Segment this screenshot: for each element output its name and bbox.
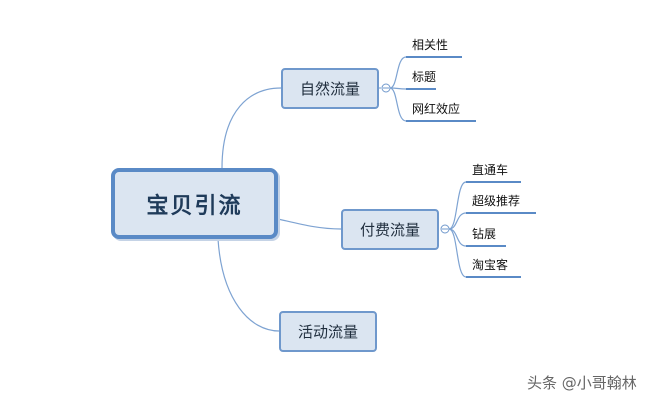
link-natural-relevance	[389, 56, 407, 89]
leaf-node-influencer[interactable]: 网红效应	[412, 102, 461, 116]
leaf-node-relevance[interactable]: 相关性	[412, 38, 449, 52]
leaf-node-taobaoke[interactable]: 淘宝客	[472, 258, 509, 272]
link-root-natural	[221, 87, 282, 169]
branch-node-paid[interactable]: 付费流量	[341, 209, 439, 250]
watermark: 头条 @小哥翰林	[527, 374, 637, 392]
link-root-paid	[277, 218, 342, 230]
branch-node-event[interactable]: 活动流量	[279, 311, 377, 352]
link-root-event	[217, 238, 280, 332]
leaf-node-ztc[interactable]: 直通车	[472, 163, 509, 177]
branch-node-natural[interactable]: 自然流量	[281, 68, 379, 109]
link-paid-ztc	[448, 181, 467, 230]
link-paid-taobaoke	[448, 228, 467, 278]
link-paid-super	[448, 212, 467, 230]
leaf-node-super-recommend[interactable]: 超级推荐	[472, 194, 521, 208]
root-node[interactable]: 宝贝引流	[111, 168, 278, 239]
leaf-node-title[interactable]: 标题	[412, 70, 437, 84]
leaf-node-zuanzhan[interactable]: 钻展	[472, 227, 497, 241]
link-natural-influencer	[389, 87, 407, 122]
